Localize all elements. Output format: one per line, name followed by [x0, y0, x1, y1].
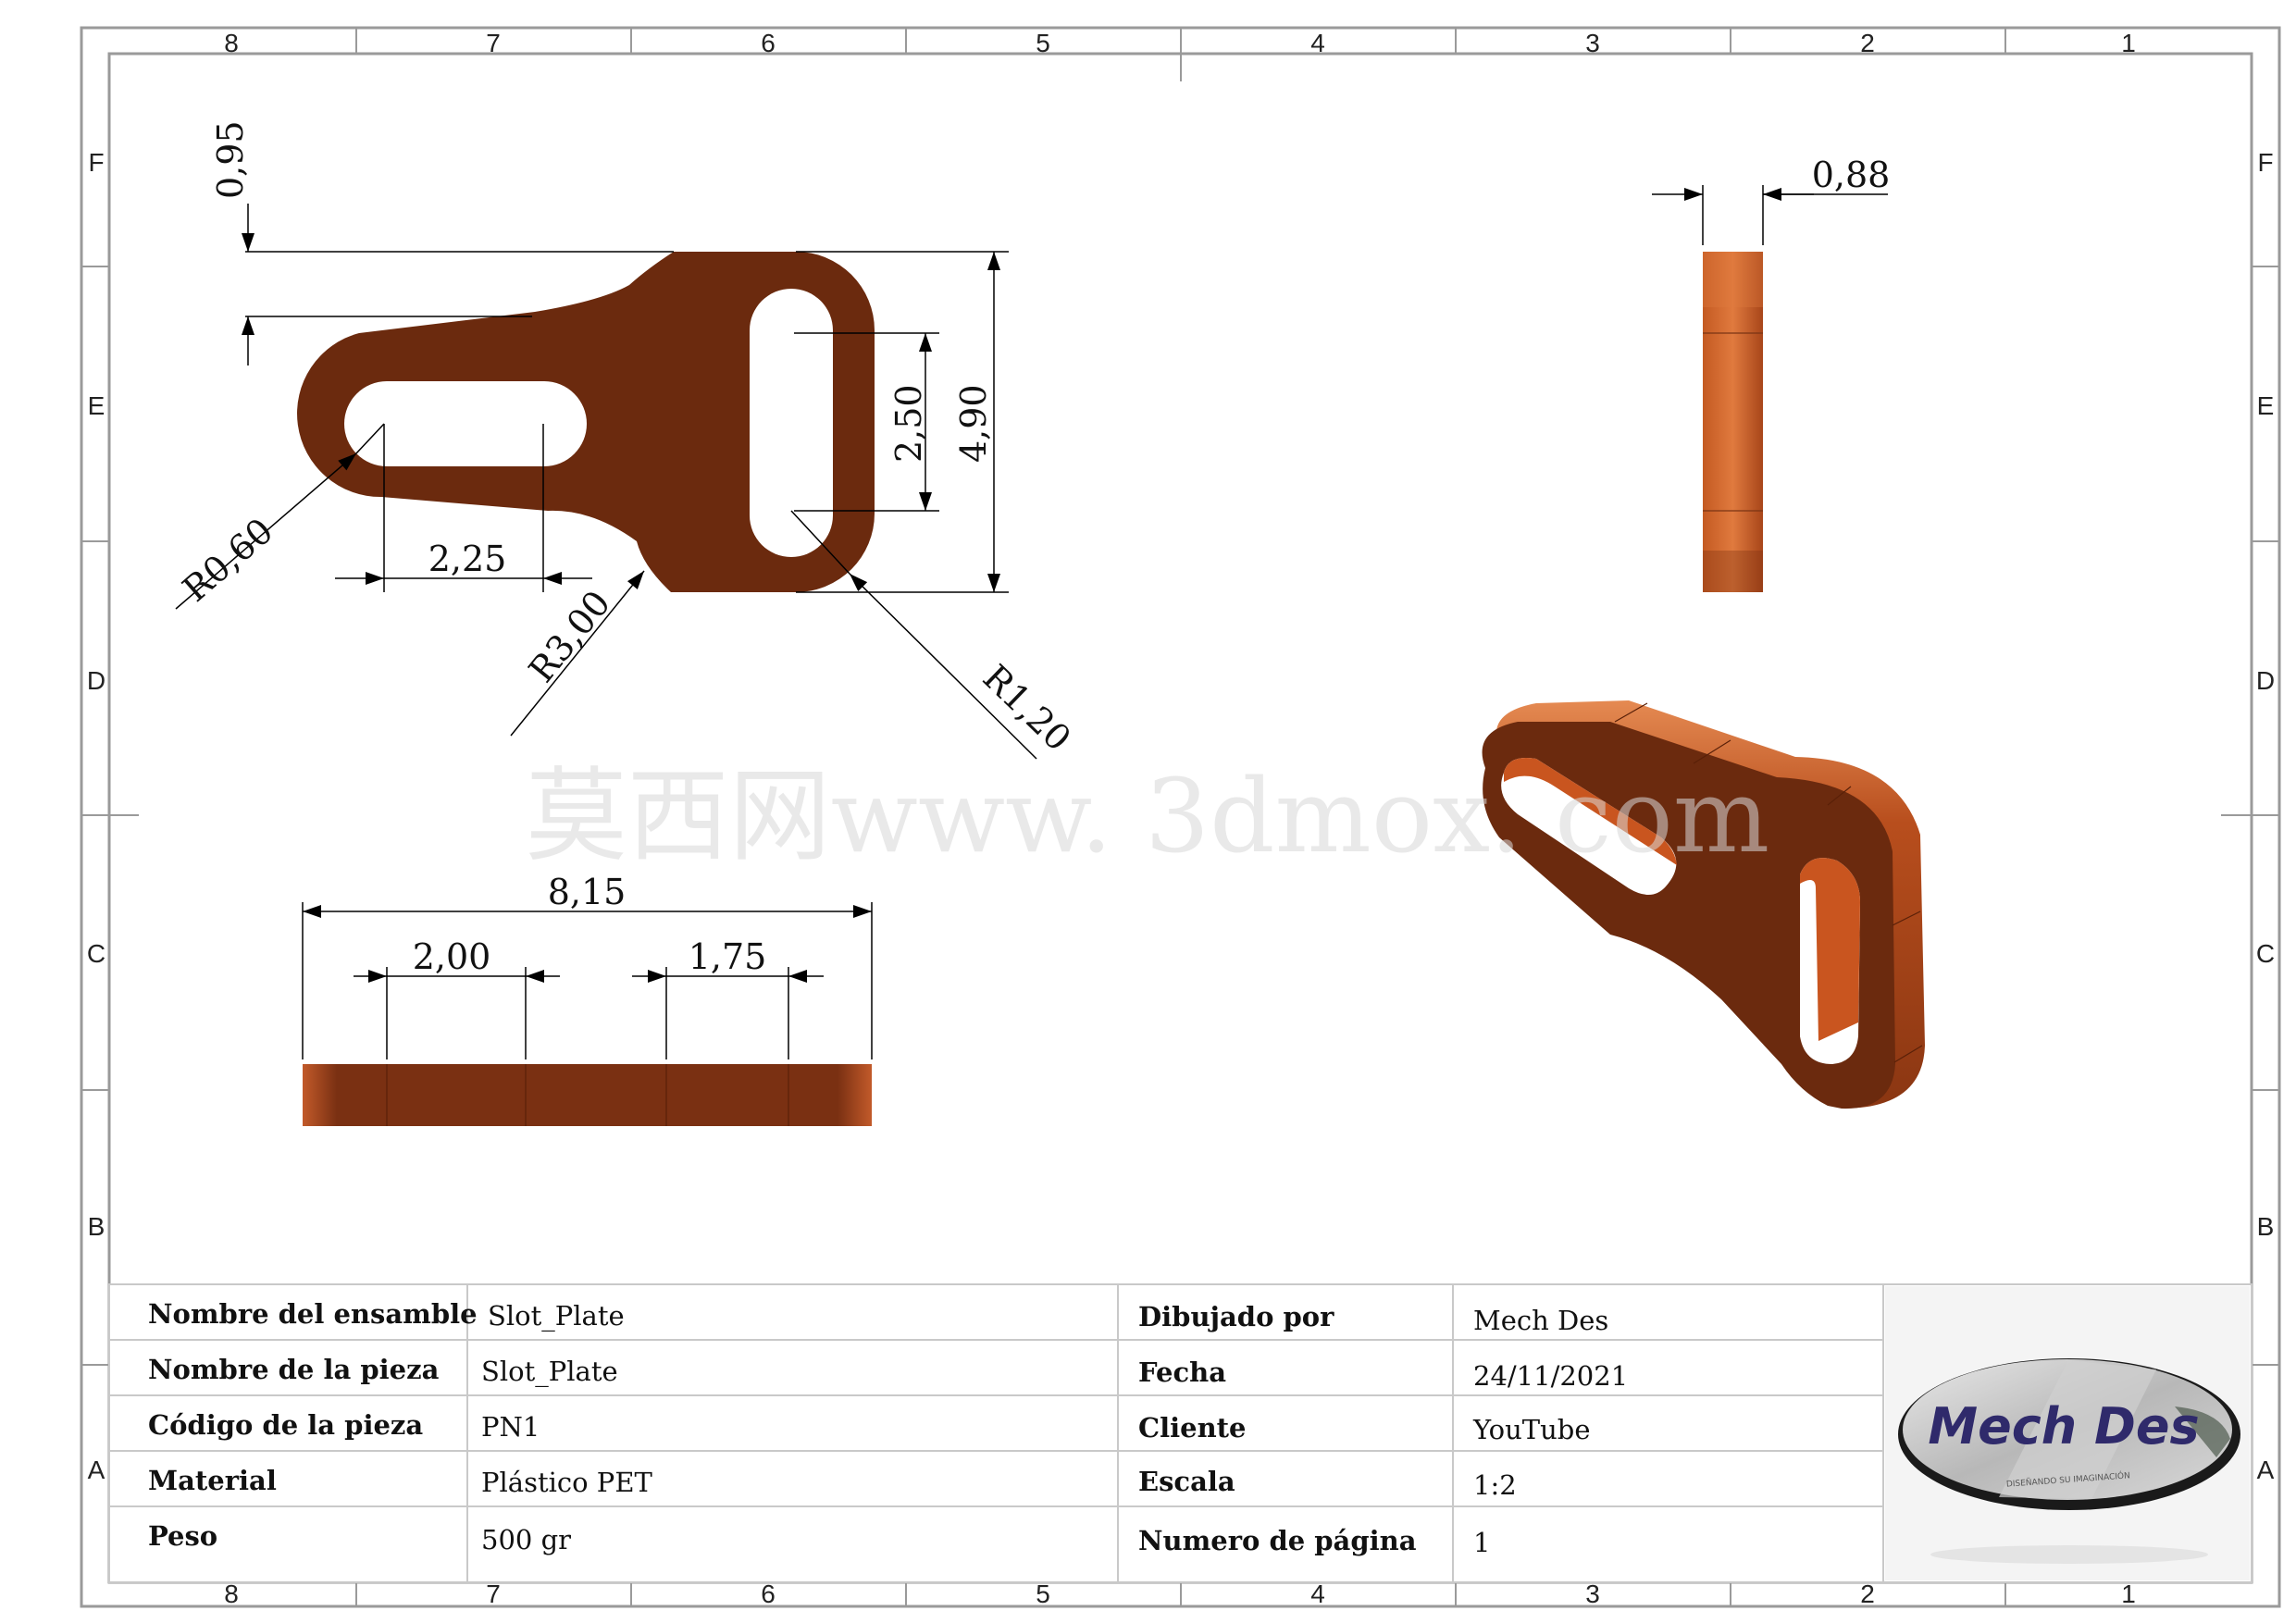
zone-col-label: 4: [1310, 29, 1325, 57]
zone-row-label: D: [87, 666, 105, 695]
zone-col-label: 7: [486, 1580, 501, 1608]
zone-row-label: B: [2257, 1212, 2275, 1241]
dim-label-0-88: 0,88: [1812, 155, 1891, 195]
front-view: [303, 1064, 872, 1126]
logo-text: Mech Des: [1928, 1397, 2199, 1456]
front-view-body: [303, 1064, 872, 1126]
zone-col-label: 2: [1860, 29, 1875, 57]
zone-col-label: 7: [486, 29, 501, 57]
iso-left-slot: [1501, 758, 1677, 896]
zone-row-label: C: [2256, 939, 2275, 968]
tb-value-assembly-name: Slot_Plate: [488, 1300, 625, 1332]
dim-2-00: [354, 967, 560, 1059]
dim-r0-60: [175, 423, 385, 610]
zone-rows-left: F E D C B A: [87, 148, 105, 1484]
zone-col-label: 6: [761, 29, 776, 57]
dim-r1-20: [790, 510, 1037, 760]
zone-col-label: 6: [761, 1580, 776, 1608]
tb-value-scale: 1:2: [1473, 1469, 1517, 1501]
zone-columns-top: 8 7 6 5 4 3 2 1: [224, 29, 2136, 57]
dim-label-2-00: 2,00: [413, 936, 491, 977]
watermark: 莫西网www. 3dmox. com: [526, 757, 1769, 875]
tb-value-material: Plástico PET: [481, 1467, 652, 1498]
tb-value-part-name: Slot_Plate: [481, 1356, 618, 1388]
dim-0-88: [1652, 185, 1888, 245]
dim-label-8-15: 8,15: [548, 872, 627, 912]
zone-col-label: 1: [2121, 29, 2136, 57]
zone-col-label: 1: [2121, 1580, 2136, 1608]
dim-label-2-25: 2,25: [428, 539, 507, 579]
zone-col-label: 5: [1036, 1580, 1050, 1608]
tb-label-page-number: Numero de página: [1138, 1525, 1417, 1556]
dim-1-75: [632, 967, 824, 1059]
zone-col-label: 2: [1860, 1580, 1875, 1608]
company-logo: Mech Des DISEÑANDO SU IMAGINACIÓN: [1885, 1286, 2250, 1580]
zone-row-label: A: [88, 1456, 105, 1484]
right-slot: [750, 289, 833, 557]
tb-value-page-number: 1: [1473, 1527, 1490, 1558]
zone-col-label: 5: [1036, 29, 1050, 57]
tb-label-date: Fecha: [1138, 1357, 1226, 1388]
zone-row-label: E: [88, 391, 105, 420]
dim-2-50: [794, 332, 939, 512]
tb-value-part-code: PN1: [481, 1411, 540, 1443]
zone-row-label: A: [2257, 1456, 2275, 1484]
zone-columns-bottom: 8 7 6 5 4 3 2 1: [224, 1580, 2136, 1608]
tb-value-weight: 500 gr: [481, 1524, 571, 1555]
tb-label-part-code: Código de la pieza: [148, 1409, 423, 1441]
tb-label-part-name: Nombre de la pieza: [148, 1354, 440, 1385]
zone-row-label: C: [87, 939, 105, 968]
tb-label-scale: Escala: [1138, 1466, 1235, 1497]
side-view-body: [1703, 252, 1763, 592]
zone-col-label: 8: [224, 29, 239, 57]
dim-8-15: [302, 902, 873, 1059]
dim-r3-00: [510, 570, 645, 737]
zone-row-label: E: [2257, 391, 2275, 420]
zone-row-label: B: [88, 1212, 105, 1241]
dim-label-r3-00: R3,00: [521, 583, 618, 690]
tb-value-date: 24/11/2021: [1473, 1360, 1628, 1392]
tb-label-assembly-name: Nombre del ensamble: [148, 1298, 478, 1330]
zone-col-label: 4: [1310, 1580, 1325, 1608]
title-block: Nombre del ensamble Slot_Plate Nombre de…: [108, 1283, 2253, 1583]
top-view: [297, 252, 875, 592]
zone-col-label: 8: [224, 1580, 239, 1608]
dim-label-1-75: 1,75: [689, 936, 767, 977]
tb-label-material: Material: [148, 1465, 277, 1496]
zone-col-label: 3: [1585, 1580, 1600, 1608]
zone-row-label: F: [88, 148, 104, 177]
side-view: [1703, 252, 1763, 592]
tb-label-client: Cliente: [1138, 1412, 1247, 1443]
dim-label-4-90: 4,90: [953, 384, 994, 463]
isometric-view: [1482, 700, 1925, 1109]
zone-row-label: D: [2256, 666, 2275, 695]
dim-4-90: [796, 251, 1009, 593]
tb-value-client: YouTube: [1472, 1414, 1591, 1445]
tb-value-drawn-by: Mech Des: [1473, 1305, 1608, 1336]
zone-row-label: F: [2257, 148, 2273, 177]
dim-0-95: [242, 204, 674, 365]
dim-label-0-95: 0,95: [210, 120, 251, 199]
zone-col-label: 3: [1585, 29, 1600, 57]
dim-2-25: [335, 424, 592, 592]
left-slot: [344, 381, 587, 466]
dim-label-2-50: 2,50: [888, 384, 929, 463]
zone-rows-right: F E D C B A: [2256, 148, 2275, 1484]
tb-label-weight: Peso: [148, 1520, 217, 1552]
dim-label-r1-20: R1,20: [975, 657, 1079, 759]
tb-label-drawn-by: Dibujado por: [1138, 1301, 1334, 1332]
dim-label-r0-60: R0,60: [175, 510, 280, 609]
